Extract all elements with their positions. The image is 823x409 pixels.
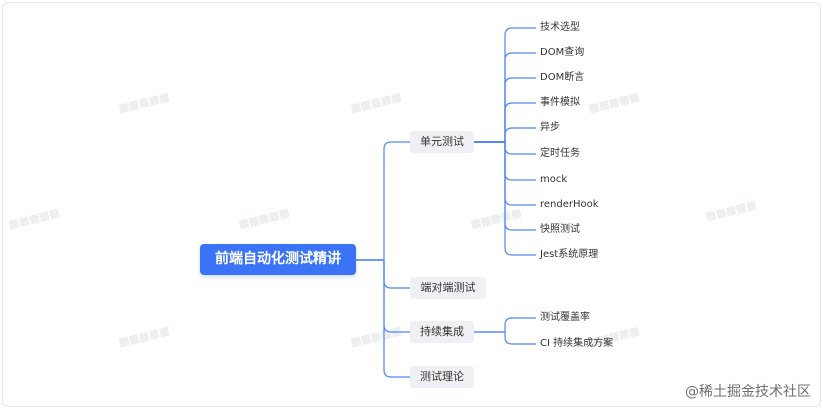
branch-node-ci[interactable]: 持续集成 [410,321,474,343]
branch-node-e2e-test[interactable]: 端对端测试 [410,277,486,299]
leaf-node[interactable]: CI 持续集成方案 [540,338,614,349]
branch-leaf-connector [474,317,536,333]
root-branch-connector [356,141,410,261]
brand-watermark: @稀土掘金技术社区 [685,384,811,400]
leaf-node[interactable]: mock [540,174,568,185]
leaf-node[interactable]: renderHook [540,199,599,210]
branch-leaf-connector [474,77,536,143]
leaf-node[interactable]: 测试覆盖率 [540,312,590,323]
branch-leaf-connector [474,27,536,143]
branch-leaf-connector [474,331,536,345]
branch-leaf-connector [474,52,536,143]
root-branch-connector [356,259,410,289]
mindmap-root-node[interactable]: 前端自动化测试精讲 [200,244,356,275]
branch-leaf-connector [474,141,536,256]
branch-leaf-connector [474,127,536,143]
leaf-node[interactable]: 技术选型 [540,22,580,33]
leaf-node[interactable]: DOM查询 [540,47,585,58]
root-branch-connector [356,259,410,333]
branch-node-test-theory[interactable]: 测试理论 [410,366,474,388]
leaf-node[interactable]: 定时任务 [540,148,580,159]
root-branch-connector [356,259,410,378]
branch-node-unit-test[interactable]: 单元测试 [410,131,474,153]
leaf-node[interactable]: Jest系统原理 [540,249,599,260]
branch-leaf-connector [474,102,536,143]
leaf-node[interactable]: DOM断言 [540,72,585,83]
leaf-node[interactable]: 快照测试 [540,224,580,235]
leaf-node[interactable]: 事件模拟 [540,97,580,108]
leaf-node[interactable]: 异步 [540,122,560,133]
